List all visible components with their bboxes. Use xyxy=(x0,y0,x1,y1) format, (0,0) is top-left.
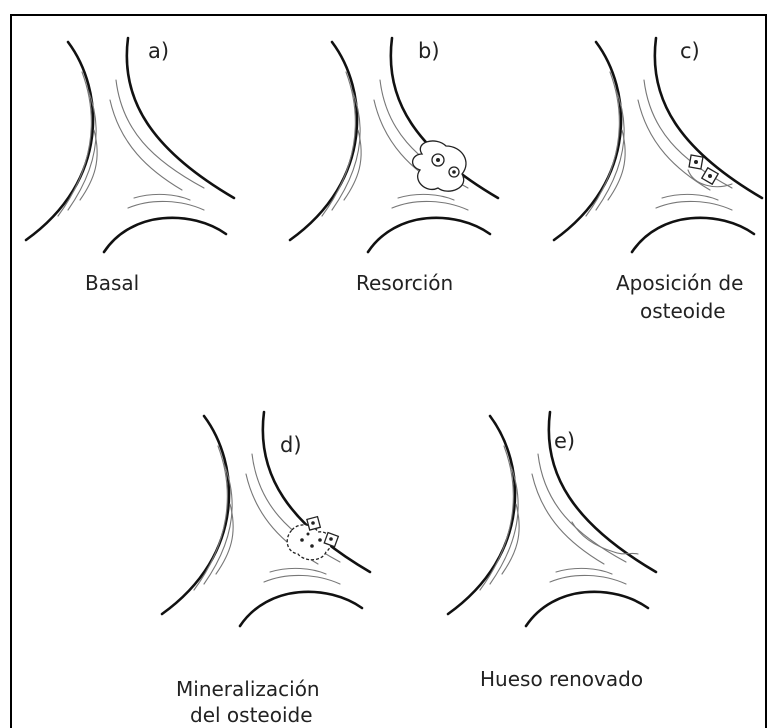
panel-d-letter: d) xyxy=(280,433,302,457)
osteoclast-cluster xyxy=(413,141,466,191)
panel-a xyxy=(26,38,234,252)
panel-c xyxy=(554,38,762,252)
panel-b-caption: Resorción xyxy=(356,271,453,295)
panel-d-caption-line2: del osteoide xyxy=(190,703,313,727)
panel-d-caption-line1: Mineralización xyxy=(176,677,320,701)
panel-c-caption-line1: Aposición de xyxy=(616,271,743,295)
osteoblast-cluster xyxy=(688,155,732,187)
panel-a-letter: a) xyxy=(148,39,169,63)
panel-e xyxy=(448,412,656,626)
panel-c-caption-line2: osteoide xyxy=(640,299,726,323)
mineralizing-cluster xyxy=(287,517,338,560)
panel-a-caption: Basal xyxy=(85,271,139,295)
panel-e-letter: e) xyxy=(554,429,575,453)
panel-e-caption: Hueso renovado xyxy=(480,667,643,691)
panel-b-letter: b) xyxy=(418,39,440,63)
panel-d xyxy=(162,412,370,626)
panel-b xyxy=(290,38,498,252)
panel-c-letter: c) xyxy=(680,39,700,63)
